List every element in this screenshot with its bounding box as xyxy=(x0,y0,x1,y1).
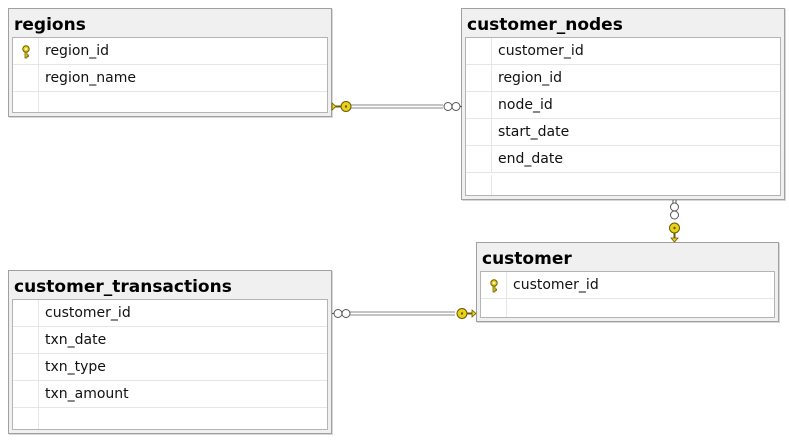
row-gutter xyxy=(466,92,492,118)
table-title: customer_transactions xyxy=(14,277,232,297)
column-name: txn_type xyxy=(45,359,106,375)
table-customer[interactable]: customer customer_id xyxy=(476,242,779,322)
row-gutter xyxy=(13,92,39,112)
row-gutter xyxy=(481,297,507,317)
column-name: customer_id xyxy=(513,277,599,293)
row-gutter xyxy=(13,381,39,407)
column-name: region_name xyxy=(45,70,136,86)
column-name: txn_amount xyxy=(45,386,129,402)
column-row-region-name[interactable]: region_name xyxy=(13,65,327,92)
column-grid: customer_id region_id node_id start_date… xyxy=(465,37,781,196)
column-row-start-date[interactable]: start_date xyxy=(466,119,780,146)
one-key-end-icon xyxy=(456,308,477,319)
column-row-customer-id[interactable]: customer_id xyxy=(13,300,327,327)
row-gutter xyxy=(13,409,39,429)
row-gutter xyxy=(481,272,507,298)
row-gutter xyxy=(466,119,492,145)
relationship-customer-nodes-customer[interactable] xyxy=(669,200,680,243)
row-gutter xyxy=(466,38,492,64)
column-row-end-date[interactable]: end_date xyxy=(466,146,780,173)
column-row-region-id[interactable]: region_id xyxy=(13,38,327,65)
column-grid: customer_id txn_date txn_type txn_amount xyxy=(12,299,328,430)
one-key-end-icon xyxy=(669,222,680,243)
table-title: regions xyxy=(14,15,86,35)
column-row-txn-date[interactable]: txn_date xyxy=(13,327,327,354)
one-key-end-icon xyxy=(331,101,352,112)
table-title: customer xyxy=(482,249,572,269)
row-gutter xyxy=(13,65,39,91)
column-row-region-id[interactable]: region_id xyxy=(466,65,780,92)
many-end-icon xyxy=(443,102,462,111)
column-grid: region_id region_name xyxy=(12,37,328,113)
row-gutter xyxy=(13,38,39,64)
column-name: customer_id xyxy=(498,43,584,59)
table-title: customer_nodes xyxy=(467,15,623,35)
column-name: start_date xyxy=(498,124,570,140)
row-gutter xyxy=(13,354,39,380)
many-end-icon xyxy=(332,309,351,318)
empty-row xyxy=(13,92,327,112)
column-row-txn-type[interactable]: txn_type xyxy=(13,354,327,381)
table-customer-nodes[interactable]: customer_nodes customer_id region_id nod… xyxy=(461,8,785,200)
relationship-regions-customer-nodes[interactable] xyxy=(331,101,462,112)
column-name: txn_date xyxy=(45,332,107,348)
row-gutter xyxy=(466,65,492,91)
column-row-node-id[interactable]: node_id xyxy=(466,92,780,119)
table-regions[interactable]: regions region_id region_name xyxy=(8,8,332,117)
empty-row xyxy=(13,409,327,429)
column-name: end_date xyxy=(498,151,563,167)
empty-row xyxy=(466,175,780,195)
empty-row xyxy=(481,297,774,317)
row-gutter xyxy=(13,300,39,326)
many-end-icon xyxy=(670,202,679,220)
row-gutter xyxy=(466,146,492,172)
column-row-txn-amount[interactable]: txn_amount xyxy=(13,381,327,408)
row-gutter xyxy=(13,327,39,353)
column-name: customer_id xyxy=(45,305,131,321)
primary-key-icon xyxy=(22,45,30,59)
column-name: region_id xyxy=(498,70,563,86)
table-customer-transactions[interactable]: customer_transactions customer_id txn_da… xyxy=(8,270,332,434)
column-row-customer-id[interactable]: customer_id xyxy=(481,272,774,299)
column-name: region_id xyxy=(45,43,110,59)
primary-key-icon xyxy=(490,279,498,293)
column-grid: customer_id xyxy=(480,271,775,318)
row-gutter xyxy=(466,175,492,195)
relationship-customer-transactions-customer[interactable] xyxy=(332,308,477,319)
column-row-customer-id[interactable]: customer_id xyxy=(466,38,780,65)
column-name: node_id xyxy=(498,97,553,113)
